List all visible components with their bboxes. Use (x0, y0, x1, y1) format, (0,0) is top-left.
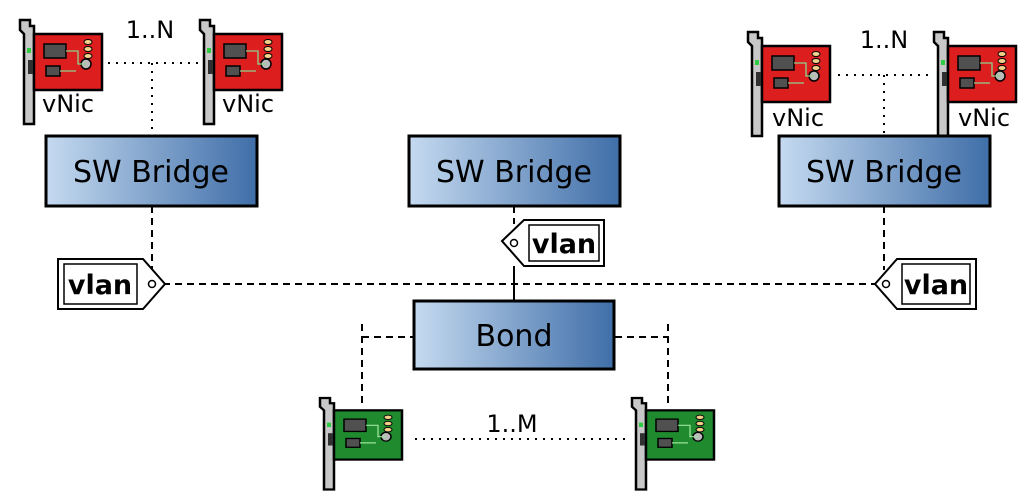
vlan-label: vlan (68, 270, 132, 301)
sw-bridge-box: SW Bridge (44, 134, 259, 208)
vnic-group-2-count: 1..N (860, 26, 908, 54)
bond-label: Bond (476, 319, 553, 354)
vlan-label: vlan (904, 270, 968, 301)
physical-nic-card-icon (318, 396, 404, 491)
bond-box: Bond (412, 299, 616, 371)
physical-nic-count: 1..M (486, 410, 537, 438)
vnic-group-1-count: 1..N (126, 16, 174, 44)
physical-nic-card-icon (630, 396, 716, 491)
vlan-tag: vlan (57, 258, 167, 310)
vnic-label: vNic (42, 90, 94, 118)
vnic-label: vNic (772, 104, 824, 132)
dashed-connectors (151, 206, 885, 405)
sw-bridge-box: SW Bridge (407, 134, 622, 208)
vnic-label: vNic (222, 90, 274, 118)
vlan-tag: vlan (873, 258, 977, 310)
sw-bridge-label: SW Bridge (73, 155, 229, 190)
dotted-connectors (108, 62, 930, 440)
tag-hole-icon (509, 238, 519, 248)
sw-bridge-label: SW Bridge (436, 155, 592, 190)
tag-hole-icon (147, 279, 157, 289)
vnic-label: vNic (958, 104, 1010, 132)
tag-hole-icon (881, 279, 891, 289)
vlan-tag: vlan (500, 219, 605, 267)
vlan-label: vlan (532, 229, 596, 260)
sw-bridge-box: SW Bridge (777, 134, 992, 208)
sw-bridge-label: SW Bridge (806, 155, 962, 190)
